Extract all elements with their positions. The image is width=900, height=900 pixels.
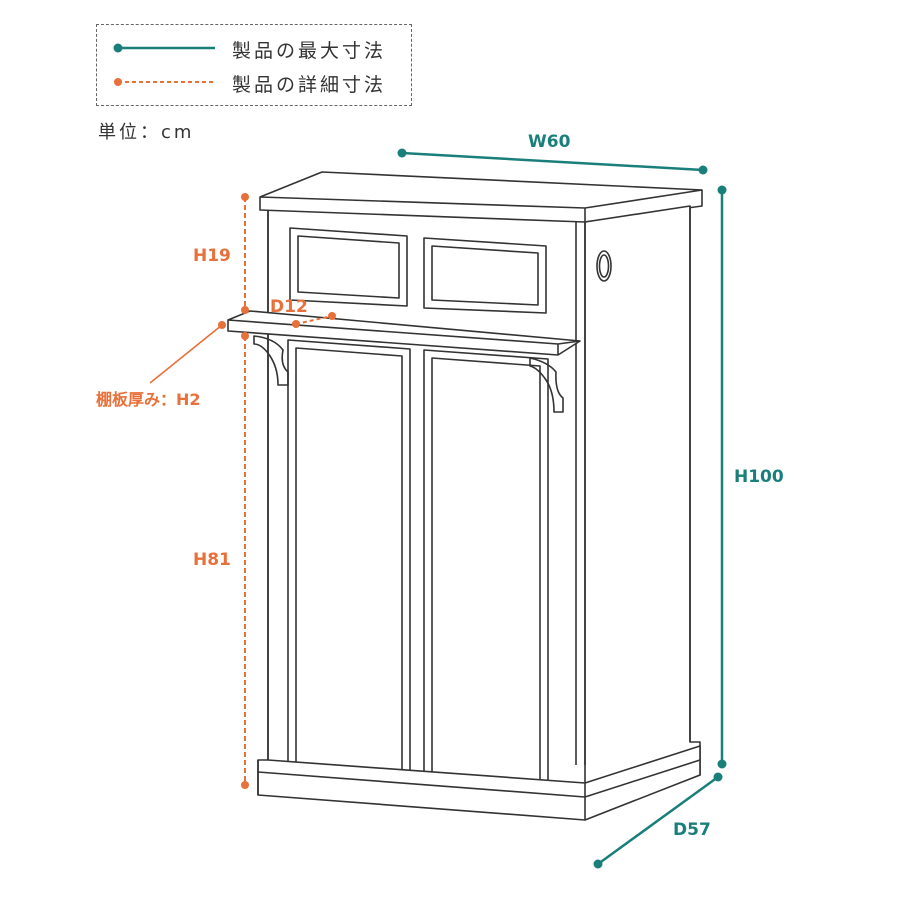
depth-label: D57 bbox=[673, 820, 711, 840]
upper-height-label: H19 bbox=[193, 246, 231, 266]
legend-detail-label: 製品の詳細寸法 bbox=[232, 74, 387, 96]
width-dimension-line bbox=[397, 148, 708, 175]
lower-height-label: H81 bbox=[193, 550, 231, 570]
unit-label: 単位：cm bbox=[98, 122, 195, 143]
shelf-thickness-label: 棚板厚み：H2 bbox=[96, 390, 201, 409]
lower-height-dimension-line bbox=[241, 332, 249, 789]
upper-panel-right bbox=[423, 237, 547, 314]
shelf-depth-label: D12 bbox=[270, 297, 308, 317]
legend-max-swatch bbox=[113, 43, 215, 53]
depth-dimension-line bbox=[593, 772, 723, 869]
height-label: H100 bbox=[734, 467, 784, 487]
upper-panel-left bbox=[289, 227, 408, 307]
cabinet-top bbox=[259, 171, 703, 223]
height-dimension-line bbox=[717, 185, 727, 769]
cabinet-front bbox=[267, 210, 577, 765]
shelf-depth-dimension-line bbox=[292, 312, 336, 328]
legend bbox=[96, 24, 412, 106]
cabinet-side bbox=[584, 205, 701, 819]
cable-hole bbox=[596, 250, 612, 282]
legend-max-label: 製品の最大寸法 bbox=[232, 40, 387, 62]
shelf-bracket-left bbox=[253, 335, 289, 386]
legend-detail-swatch bbox=[114, 78, 215, 86]
cabinet-plinth bbox=[257, 745, 701, 821]
width-label: W60 bbox=[528, 132, 571, 152]
upper-height-dimension-line bbox=[241, 193, 249, 314]
shelf-thickness-leader bbox=[149, 321, 226, 384]
